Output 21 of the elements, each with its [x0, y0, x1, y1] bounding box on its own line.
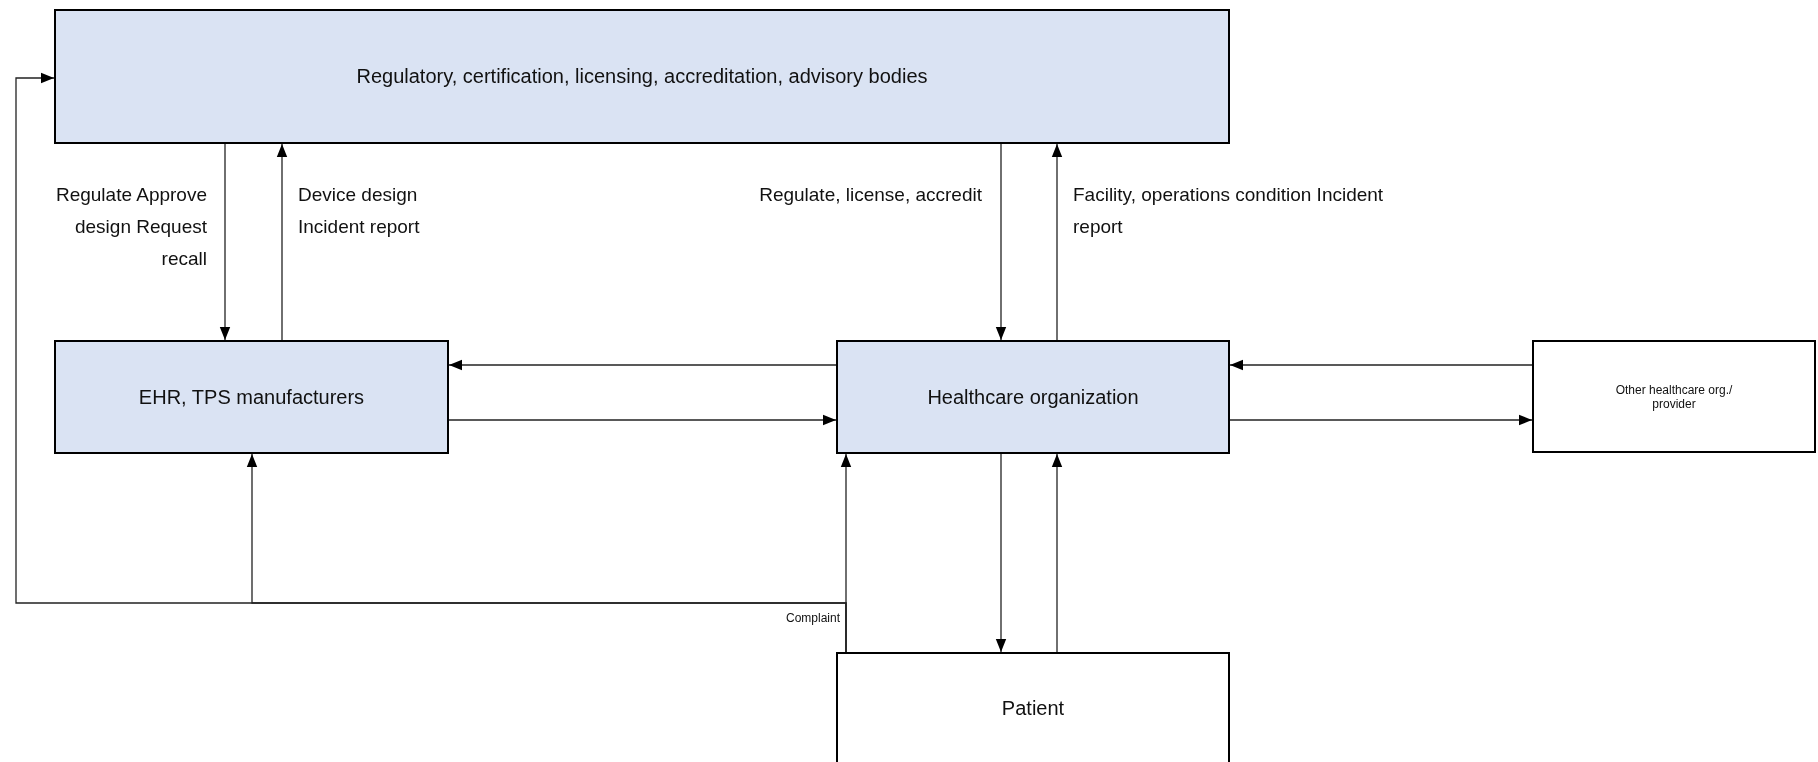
- node-label: EHR, TPS manufacturers: [138, 385, 365, 409]
- stakeholder-box: [54, 340, 449, 454]
- node-label: Regulatory, certification, licensing, accreditation, advisory bodies: [356, 65, 928, 88]
- arrow: [1229, 359, 1533, 371]
- arrow: [1051, 143, 1063, 341]
- arrow: [1229, 414, 1533, 426]
- stakeholder-box: [54, 9, 1230, 144]
- stakeholder-box: [836, 340, 1230, 454]
- arrow: [995, 143, 1007, 341]
- arrow: [219, 143, 231, 341]
- node-label: Patient: [1001, 696, 1065, 720]
- node-label: Healthcare organization: [927, 385, 1139, 409]
- arrow: [1051, 453, 1063, 653]
- arrow: [995, 453, 1007, 653]
- node-label: Other healthcare org./ provider: [1614, 382, 1734, 411]
- arrow: [448, 414, 837, 426]
- arrow: [448, 359, 837, 371]
- arrow: [15, 72, 847, 653]
- entity-box: [1532, 340, 1816, 453]
- entity-box: [836, 652, 1230, 762]
- arrow: [276, 143, 288, 341]
